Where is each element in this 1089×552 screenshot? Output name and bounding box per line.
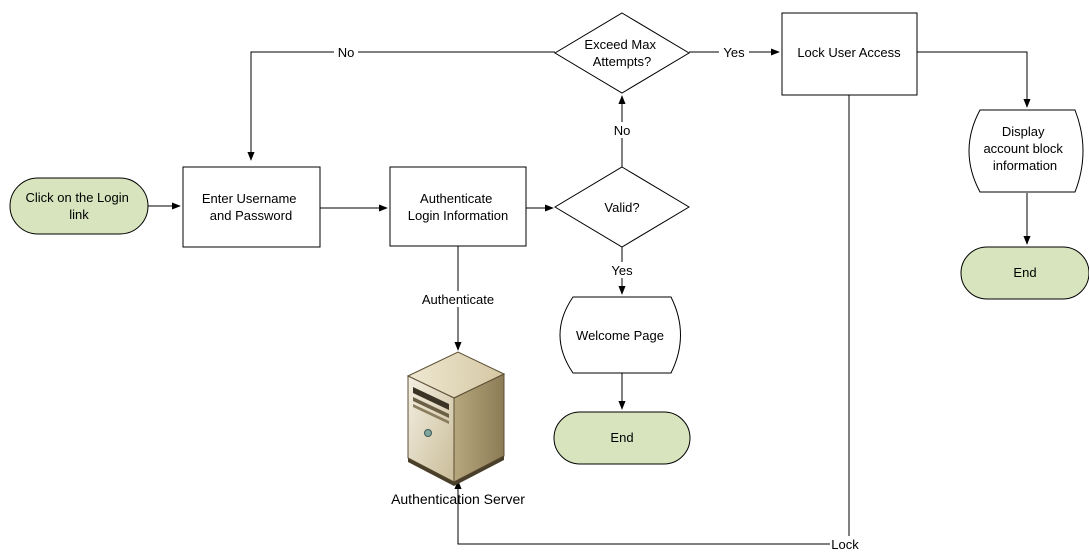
welcome-page-label: Welcome Page bbox=[576, 328, 664, 343]
edge-label-yes-valid: Yes bbox=[611, 263, 633, 278]
edge-label-no-invalid: No bbox=[614, 123, 631, 138]
start-terminal: Click on the Login link bbox=[9, 177, 149, 235]
edge-lock-to-display bbox=[917, 51, 1031, 108]
end-block-label: End bbox=[1013, 265, 1036, 280]
display-block-info: Display account block information bbox=[968, 109, 1084, 193]
edge-label-no-retry: No bbox=[338, 45, 355, 60]
server-icon bbox=[406, 351, 506, 486]
enter-credentials-label: Enter Username and Password bbox=[202, 191, 300, 223]
edge-label-lock: Lock bbox=[831, 537, 859, 552]
edge-exceed-no-to-enter bbox=[247, 51, 555, 161]
exceed-attempts-label: Exceed Max Attempts? bbox=[584, 37, 659, 69]
end-welcome-label: End bbox=[610, 430, 633, 445]
lock-user-access-step: Lock User Access bbox=[781, 12, 918, 96]
end-terminal-welcome: End bbox=[553, 411, 691, 465]
lock-user-access-label: Lock User Access bbox=[797, 45, 901, 60]
edge-labels: No Yes No Yes Authenticate Lock bbox=[334, 44, 864, 552]
display-block-label: Display account block information bbox=[983, 124, 1066, 173]
welcome-page-display: Welcome Page bbox=[559, 296, 681, 374]
enter-credentials-step: Enter Username and Password bbox=[182, 166, 321, 248]
valid-decision-label: Valid? bbox=[604, 200, 639, 215]
edge-label-authenticate: Authenticate bbox=[422, 292, 494, 307]
edge-lock-to-server bbox=[454, 95, 850, 545]
exceed-attempts-decision: Exceed Max Attempts? bbox=[554, 12, 690, 94]
start-terminal-label: Click on the Login link bbox=[26, 190, 133, 222]
edge-label-yes-lock: Yes bbox=[723, 45, 745, 60]
valid-decision: Valid? bbox=[554, 166, 690, 248]
server-caption: Authentication Server bbox=[391, 491, 525, 507]
authenticate-login-label: Authenticate Login Information bbox=[408, 191, 508, 223]
end-terminal-block: End bbox=[960, 246, 1089, 300]
authenticate-login-step: Authenticate Login Information bbox=[389, 166, 527, 247]
